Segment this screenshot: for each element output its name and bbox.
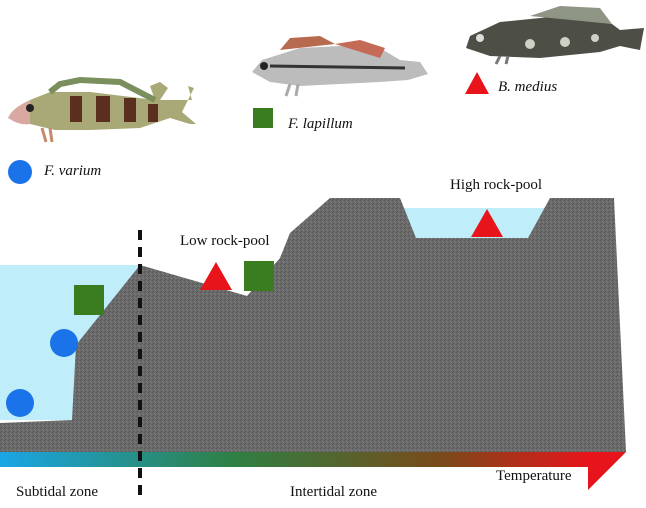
marker-b-medius-2 [471,209,503,237]
legend-label-f-varium: F. varium [44,163,102,179]
low-pool-label: Low rock-pool [180,233,270,249]
subtidal-zone-label: Subtidal zone [16,484,99,500]
temperature-arrow-icon [588,452,626,490]
high-pool-water [402,208,550,240]
high-pool-label: High rock-pool [450,177,543,193]
temperature-gradient-bar [0,452,590,467]
legend-circle-icon [8,160,32,184]
temperature-label: Temperature [496,468,572,484]
marker-f-varium-2 [50,329,78,357]
slender-blenny-fish-icon [252,36,428,97]
legend-triangle-icon [465,72,489,94]
marker-f-lapillum-1 [74,285,104,315]
striped-blenny-fish-icon [8,76,196,143]
marker-f-varium-1 [6,389,34,417]
legend-square-icon [253,108,273,128]
marker-b-medius-1 [200,262,232,290]
legend-label-b-medius: B. medius [498,79,558,95]
rock-substrate [0,198,626,452]
legend-label-f-lapillum: F. lapillum [288,116,353,132]
marker-f-lapillum-2 [244,261,274,291]
intertidal-zone-label: Intertidal zone [290,484,378,500]
spotted-blenny-fish-icon [466,6,644,65]
